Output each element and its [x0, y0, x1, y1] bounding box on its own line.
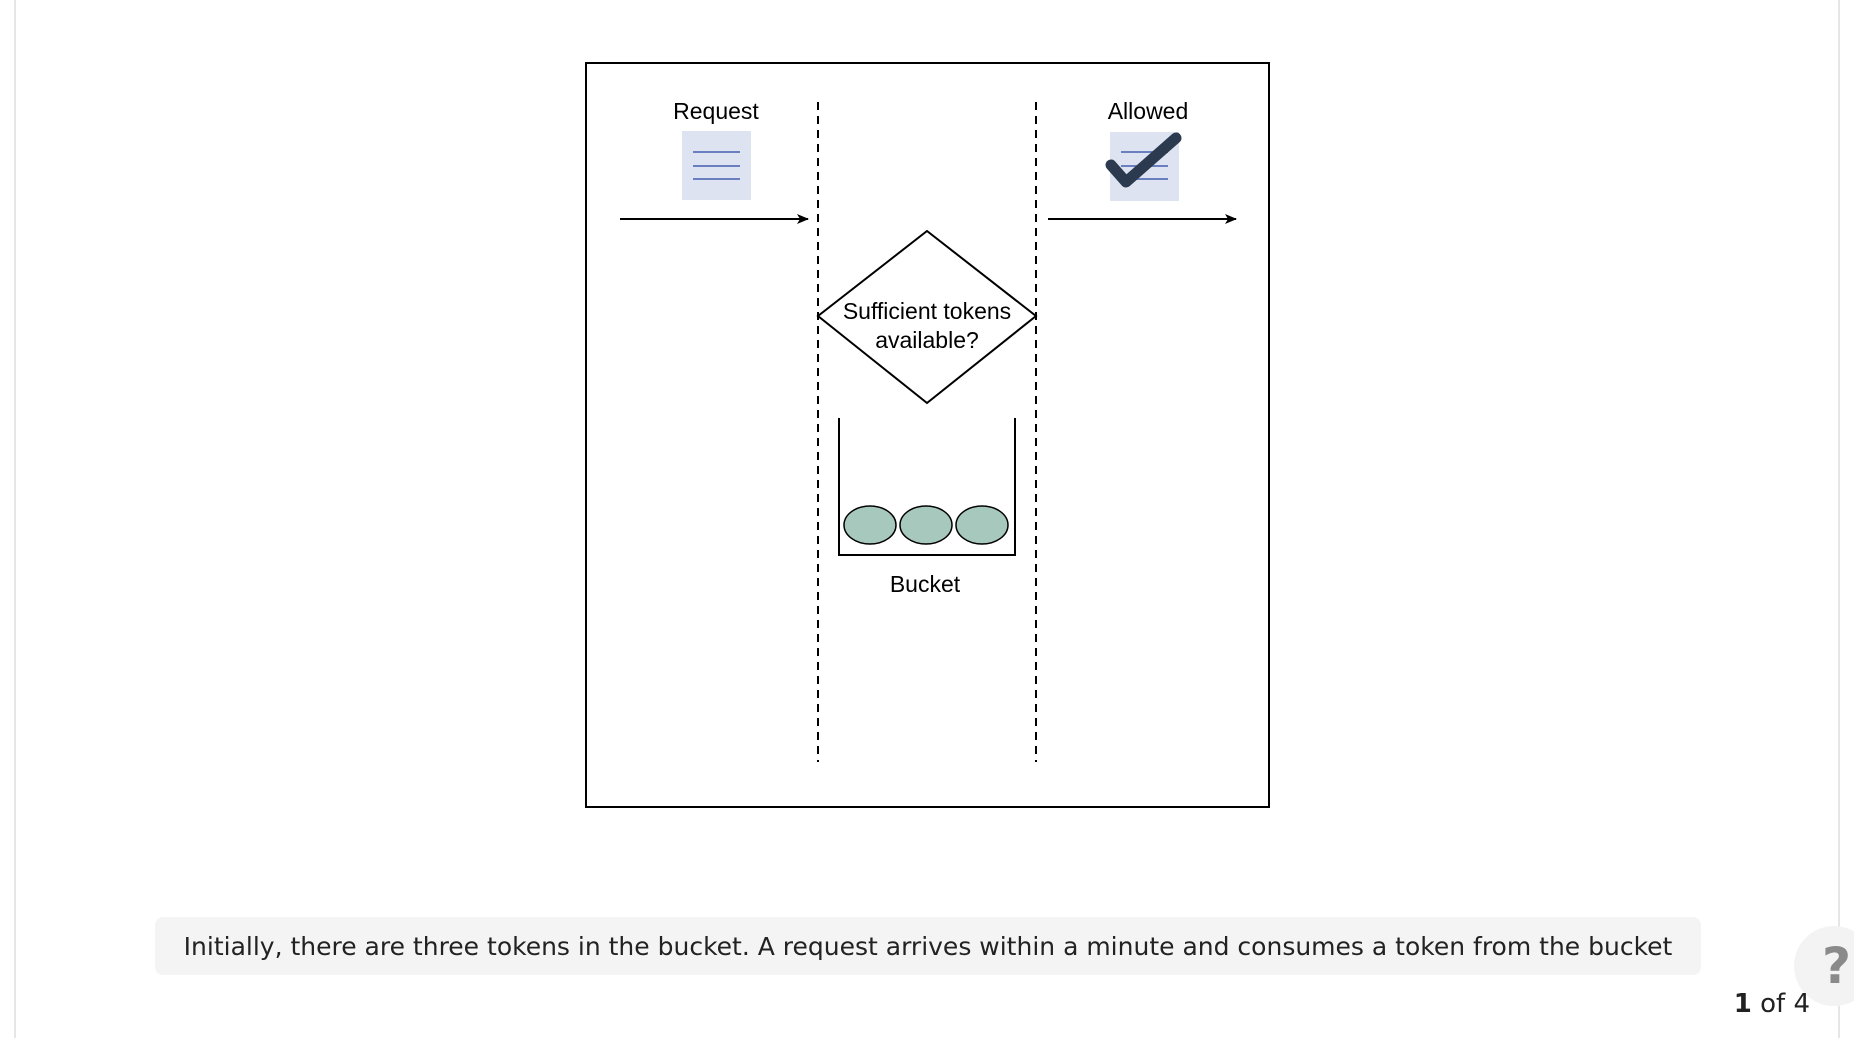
- allowed-label: Allowed: [1108, 98, 1189, 124]
- caption-text: Initially, there are three tokens in the…: [183, 931, 1673, 961]
- pager-total: of 4: [1760, 989, 1810, 1019]
- decision-label-line1: Sufficient tokens: [843, 298, 1011, 324]
- help-icon: ?: [1822, 937, 1852, 995]
- help-button[interactable]: ?: [1794, 926, 1854, 1006]
- token: [955, 505, 1009, 545]
- caption: Initially, there are three tokens in the…: [155, 917, 1701, 975]
- bucket-tokens: [843, 505, 1009, 545]
- token: [899, 505, 953, 545]
- left-border: [14, 0, 16, 1038]
- diagram-frame: [585, 62, 1270, 808]
- bucket-label: Bucket: [890, 571, 961, 597]
- bucket: [838, 418, 1016, 556]
- slide-pager: 1 of 4: [1700, 989, 1810, 1019]
- pager-current: 1: [1733, 989, 1752, 1019]
- document-icon: [682, 131, 751, 200]
- decision-label-line2: available?: [875, 327, 979, 353]
- check-icon: [1105, 132, 1182, 188]
- right-border: [1838, 0, 1840, 1038]
- request-label: Request: [673, 98, 759, 124]
- token: [843, 505, 897, 545]
- decision-diamond: [816, 229, 1038, 405]
